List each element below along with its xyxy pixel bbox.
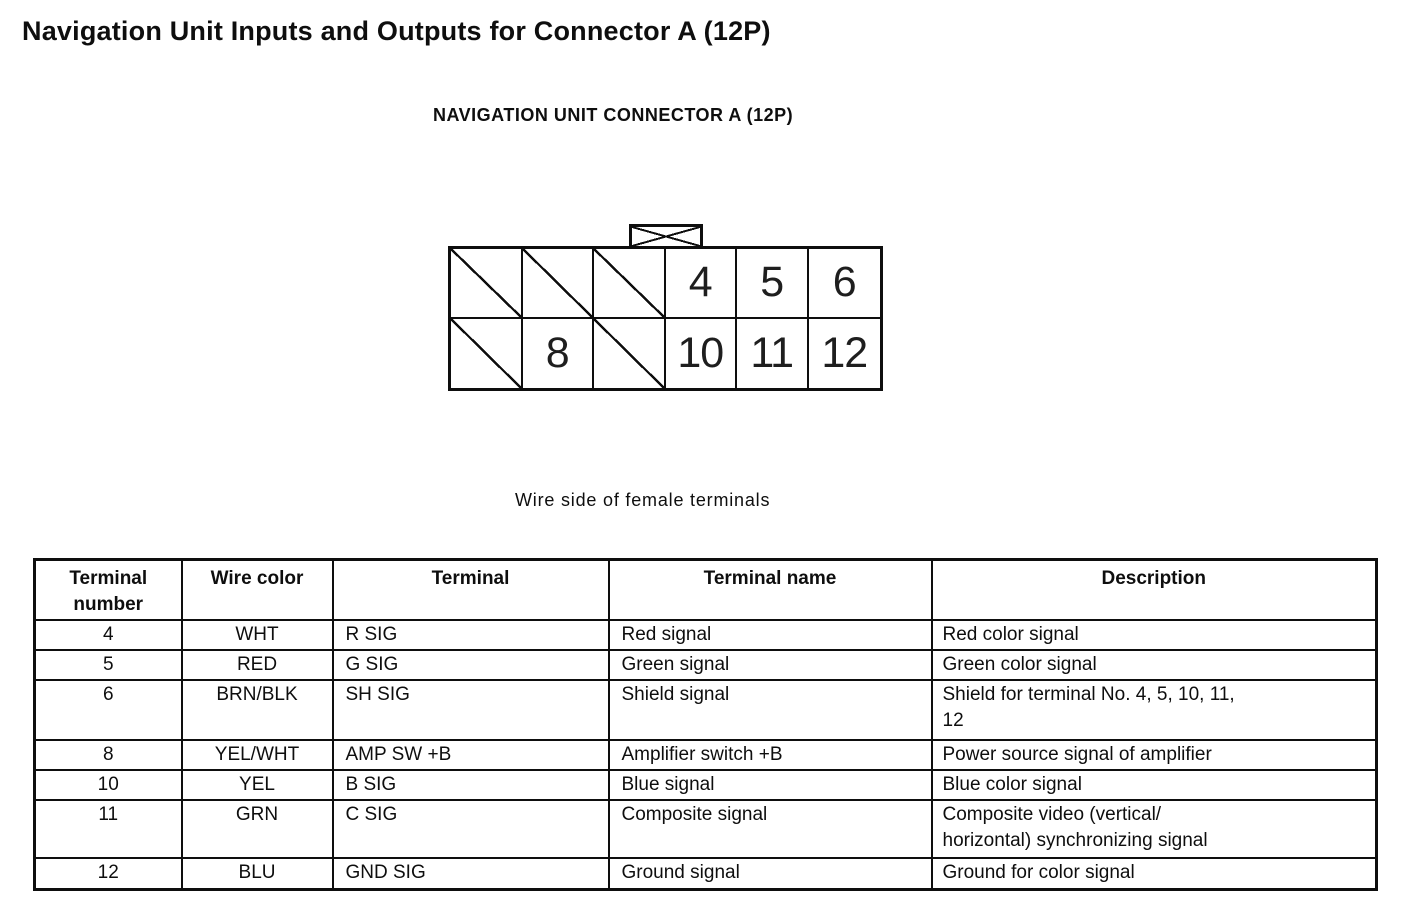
column-header-description: Description bbox=[930, 558, 1378, 621]
connector-pin-8: 8 bbox=[523, 318, 594, 388]
cell-terminal-number: 11 bbox=[33, 799, 183, 859]
cell-description: Composite video (vertical/ horizontal) s… bbox=[930, 799, 1378, 859]
cell-wire-color: GRN bbox=[180, 799, 334, 859]
cell-description: Shield for terminal No. 4, 5, 10, 11, 12 bbox=[930, 679, 1378, 741]
cell-description: Red color signal bbox=[930, 619, 1378, 651]
terminals-table: Terminal number Wire color Terminal Term… bbox=[33, 558, 1378, 891]
cell-wire-color: BRN/BLK bbox=[180, 679, 334, 741]
cell-terminal-number: 6 bbox=[33, 679, 183, 741]
connector-cell-blocked bbox=[451, 249, 523, 319]
page-title: Navigation Unit Inputs and Outputs for C… bbox=[22, 16, 771, 46]
pin-label: 11 bbox=[750, 328, 794, 377]
cell-terminal: GND SIG bbox=[331, 857, 610, 890]
connector-pin-6: 6 bbox=[808, 249, 880, 319]
cell-description: Green color signal bbox=[930, 649, 1378, 681]
wire-side-caption: Wire side of female terminals bbox=[515, 490, 771, 510]
cell-terminal-name: Blue signal bbox=[607, 769, 933, 801]
table-row: 6 BRN/BLK SH SIG Shield signal Shield fo… bbox=[33, 679, 1378, 741]
cell-terminal: R SIG bbox=[331, 619, 610, 651]
cell-terminal: G SIG bbox=[331, 649, 610, 681]
cell-terminal-number: 4 bbox=[33, 619, 183, 651]
pin-label: 5 bbox=[760, 258, 784, 307]
table-row: 4 WHT R SIG Red signal Red color signal bbox=[33, 619, 1378, 651]
pin-label: 6 bbox=[832, 258, 857, 307]
connector-heading: NAVIGATION UNIT CONNECTOR A (12P) bbox=[433, 105, 794, 125]
table-row: 11 GRN C SIG Composite signal Composite … bbox=[33, 799, 1378, 859]
cell-terminal-number: 12 bbox=[33, 857, 183, 890]
cell-wire-color: RED bbox=[180, 649, 334, 681]
cell-terminal-name: Shield signal bbox=[607, 679, 933, 741]
pin-label: 4 bbox=[688, 258, 713, 307]
pin-label: 10 bbox=[677, 328, 724, 377]
table-row: 10 YEL B SIG Blue signal Blue color sign… bbox=[33, 769, 1378, 801]
cell-terminal-number: 10 bbox=[33, 769, 183, 801]
connector-cell-blocked bbox=[594, 249, 666, 319]
cell-terminal-name: Composite signal bbox=[607, 799, 933, 859]
connector-pin-5: 5 bbox=[737, 249, 809, 319]
cell-wire-color: WHT bbox=[180, 619, 334, 651]
cell-terminal-name: Red signal bbox=[607, 619, 933, 651]
cell-description: Power source signal of amplifier bbox=[930, 739, 1378, 771]
cell-wire-color: YEL/WHT bbox=[180, 739, 334, 771]
column-header-wire-color: Wire color bbox=[180, 558, 334, 621]
cell-terminal-number: 5 bbox=[33, 649, 183, 681]
connector-diagram: 4 5 6 8 10 11 12 bbox=[448, 246, 883, 391]
column-header-terminal-name: Terminal name bbox=[607, 558, 933, 621]
cell-wire-color: YEL bbox=[180, 769, 334, 801]
connector-pin-12: 12 bbox=[809, 319, 881, 389]
cell-wire-color: BLU bbox=[180, 857, 334, 890]
table-row: 5 RED G SIG Green signal Green color sig… bbox=[33, 649, 1378, 681]
pin-label: 12 bbox=[821, 328, 868, 377]
table-row: 8 YEL/WHT AMP SW +B Amplifier switch +B … bbox=[33, 739, 1378, 771]
cell-description: Ground for color signal bbox=[930, 857, 1378, 890]
column-header-terminal: Terminal bbox=[331, 558, 610, 621]
cell-terminal-name: Amplifier switch +B bbox=[607, 739, 933, 771]
table-header-row: Terminal number Wire color Terminal Term… bbox=[33, 558, 1378, 621]
cell-terminal: SH SIG bbox=[331, 679, 610, 741]
table-row: 12 BLU GND SIG Ground signal Ground for … bbox=[33, 857, 1378, 890]
cell-terminal: C SIG bbox=[331, 799, 610, 859]
connector-cell-blocked bbox=[594, 318, 666, 388]
pin-label: 8 bbox=[545, 328, 570, 377]
cell-terminal: B SIG bbox=[331, 769, 610, 801]
connector-pin-4: 4 bbox=[665, 249, 737, 319]
cell-description: Blue color signal bbox=[930, 769, 1378, 801]
cell-terminal-name: Ground signal bbox=[607, 857, 933, 890]
connector-cell-blocked bbox=[522, 249, 594, 319]
cell-terminal-name: Green signal bbox=[607, 649, 933, 681]
cell-terminal: AMP SW +B bbox=[331, 739, 610, 771]
connector-cell-blocked bbox=[451, 318, 523, 388]
connector-pin-11: 11 bbox=[737, 318, 809, 388]
cell-terminal-number: 8 bbox=[33, 739, 183, 771]
column-header-terminal-number: Terminal number bbox=[33, 558, 183, 621]
connector-pin-10: 10 bbox=[666, 318, 737, 388]
